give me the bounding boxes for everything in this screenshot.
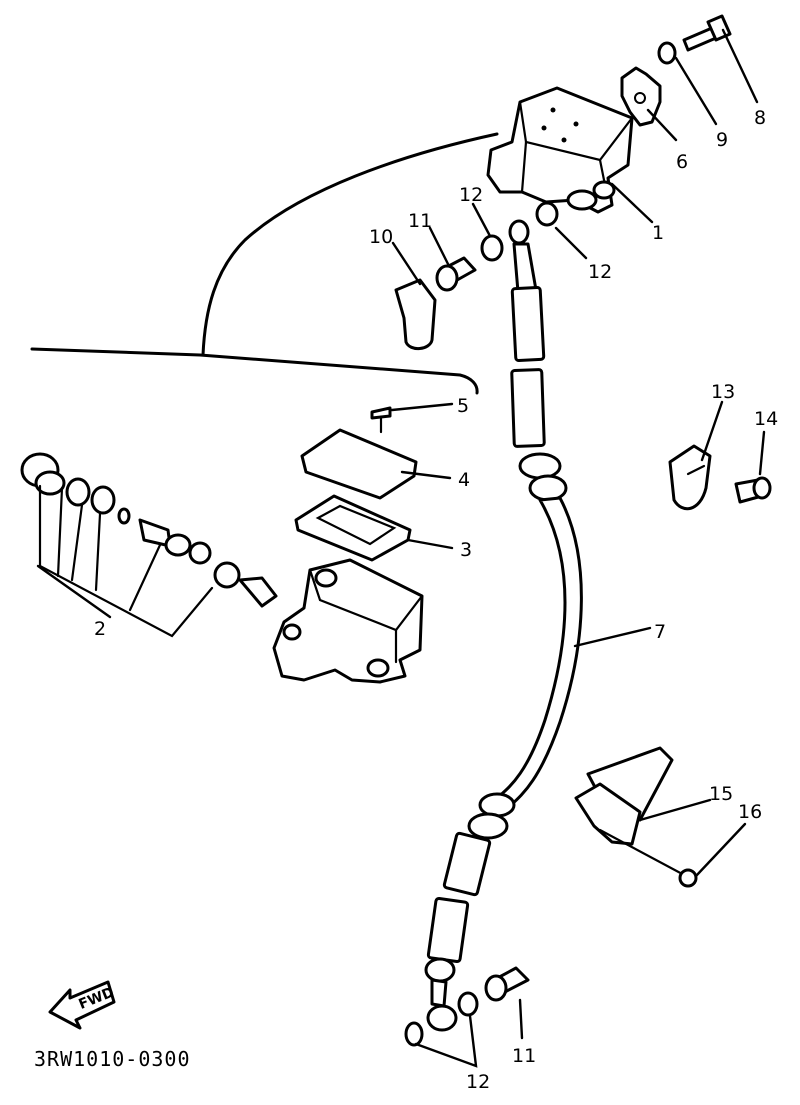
callout-9: 9: [716, 129, 728, 151]
handlebar-outline: [30, 132, 499, 395]
rubber-boot: [394, 278, 437, 350]
washer-12-top-left: [480, 234, 504, 262]
cap-screw: [370, 406, 392, 434]
screw-8: [682, 14, 732, 52]
callout-3: 3: [460, 539, 472, 561]
master-cylinder-kit: [20, 452, 278, 638]
union-bolt-top: [435, 256, 477, 292]
callout-2: 2: [94, 618, 106, 640]
callout-13: 13: [711, 381, 735, 403]
diagram-code: 3RW1010-0300: [34, 1047, 191, 1071]
diaphragm: [294, 494, 412, 562]
callout-15: 15: [709, 783, 733, 805]
master-cylinder-body: [272, 558, 424, 684]
reservoir-cap: [300, 428, 418, 500]
callout-10: 10: [369, 226, 393, 248]
callout-8: 8: [754, 107, 766, 129]
washer-12-top-right: [535, 201, 559, 227]
union-bolt-bottom: [484, 966, 530, 1002]
washer-12-bottom-right: [457, 991, 479, 1017]
screw-16: [598, 828, 698, 888]
hose-clamp: [668, 444, 712, 511]
callout-5: 5: [457, 395, 469, 417]
callout-11-bottom: 11: [512, 1045, 536, 1067]
leader-lines: [36, 28, 766, 1068]
callout-12-bottom: 12: [466, 1071, 490, 1093]
callout-numbers: 1 2 3 4 5 6 7 8 9 10 11 11 12 12 12 13 1…: [94, 107, 778, 1093]
callout-1: 1: [652, 222, 664, 244]
callout-4: 4: [458, 469, 470, 491]
hose-guide: [574, 746, 674, 846]
callout-16: 16: [738, 801, 762, 823]
callout-11-top: 11: [408, 210, 432, 232]
upper-caliper-block: [486, 86, 634, 214]
callout-12-top-right: 12: [588, 261, 612, 283]
callout-6: 6: [676, 151, 688, 173]
washer-9: [657, 41, 677, 65]
callout-7: 7: [654, 621, 666, 643]
brake-hose: [424, 219, 583, 1032]
callout-14: 14: [754, 408, 778, 430]
washer-12-bottom-left: [404, 1021, 424, 1047]
cover-cap: [620, 66, 662, 127]
fwd-arrow-icon: FWD: [48, 980, 116, 1030]
callout-12-top-left: 12: [459, 184, 483, 206]
bolt-14: [734, 476, 772, 504]
